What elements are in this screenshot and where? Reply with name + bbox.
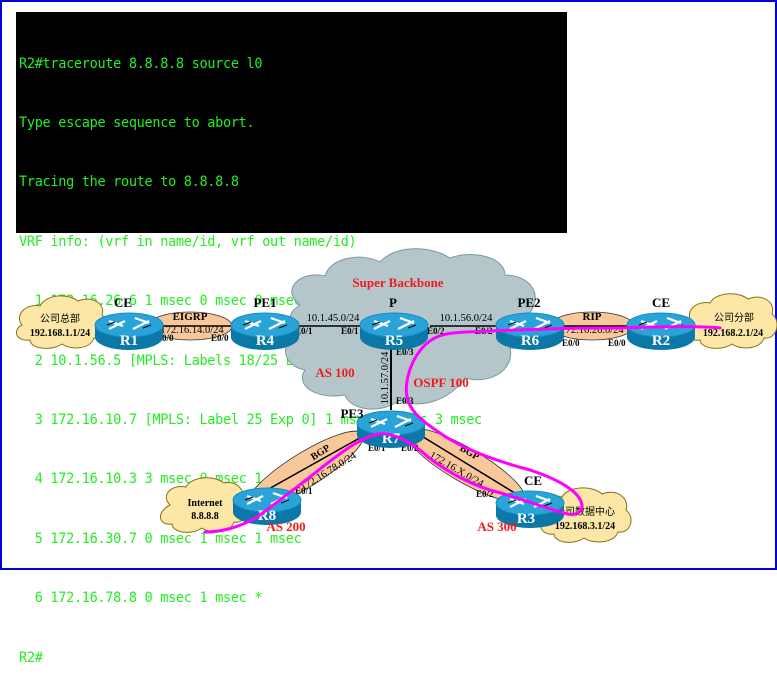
link-r4-r5-subnet: 10.1.45.0/24 xyxy=(307,313,361,324)
router-r2[interactable]: R2 xyxy=(625,311,697,352)
router-r3-label: R3 xyxy=(517,511,535,527)
backbone-as-label: AS 100 xyxy=(315,365,354,380)
router-r6-label: R6 xyxy=(521,333,540,349)
link-r7-r8-if-a: E0/1 xyxy=(368,443,386,453)
site-hq-name: 公司总部 xyxy=(40,312,80,325)
router-r1-label: R1 xyxy=(120,333,138,349)
image-frame xyxy=(0,0,777,570)
link-r1-r4-subnet: 172.16.14.0/24 xyxy=(160,325,224,336)
site-cloud-branch xyxy=(685,293,777,349)
link-r7-r3-if-b: E0/2 xyxy=(476,489,494,499)
router-r2-label: R2 xyxy=(652,333,670,349)
site-branch-subnet: 192.168.2.1/24 xyxy=(703,328,763,339)
router-r4-role: PE1 xyxy=(253,295,276,310)
site-internet-name: Internet xyxy=(188,498,224,509)
terminal-output: R2#traceroute 8.8.8.8 source l0 Type esc… xyxy=(16,12,567,666)
link-r5-r6-if-a: E0/2 xyxy=(427,326,445,336)
link-r6-r2-if-b: E0/0 xyxy=(608,338,626,348)
link-r7-r8-if-b: E0/1 xyxy=(295,486,313,496)
router-r3-role: CE xyxy=(524,473,542,488)
link-r7-r8 xyxy=(257,434,366,496)
link-r4-r5-if-b: E0/1 xyxy=(341,326,359,336)
as-label-r3: AS 300 xyxy=(477,519,516,534)
link-r5-r7-subnet: 10.1.57.0/24 xyxy=(380,351,391,405)
terminal-line: Type escape sequence to abort. xyxy=(19,113,255,131)
backbone-title: Super Backbone xyxy=(352,275,443,290)
router-r5-role: P xyxy=(389,295,397,310)
terminal-line: R2# xyxy=(19,648,43,666)
router-r2-role: CE xyxy=(652,295,670,310)
link-r6-r2-subnet: 172.16.26.0/24 xyxy=(560,325,624,336)
link-r5-r6-subnet: 10.1.56.0/24 xyxy=(440,313,494,324)
link-r1-r4-protocol: EIGRP xyxy=(173,311,208,323)
link-r4-r5-if-a: E0/1 xyxy=(295,326,313,336)
router-r4-label: R4 xyxy=(256,333,275,349)
terminal-line: 1 172.16.26.6 1 msec 0 msec 0 msec xyxy=(19,292,302,310)
terminal-line: 5 172.16.30.7 0 msec 1 msec 1 msec xyxy=(19,529,302,547)
terminal-line: VRF info: (vrf in name/id, vrf out name/… xyxy=(19,232,357,250)
router-r4[interactable]: R4 xyxy=(229,311,301,352)
router-r7[interactable]: R7 xyxy=(355,409,427,450)
router-r1-role: CE xyxy=(114,295,132,310)
terminal-line: R2#traceroute 8.8.8.8 source l0 xyxy=(19,54,263,72)
router-r7-role: PE3 xyxy=(340,406,364,421)
traceroute-path xyxy=(203,325,722,534)
router-r3[interactable]: R3 xyxy=(494,489,566,530)
router-r5-label: R5 xyxy=(385,333,403,349)
network-diagram: Super Backbone AS 100 OSPF 100 EIGRP 172… xyxy=(15,248,777,543)
router-r1[interactable]: R1 xyxy=(93,311,165,352)
router-r6[interactable]: R6 xyxy=(494,311,566,352)
router-r5[interactable]: R5 xyxy=(358,311,430,352)
link-r5-r7-if-a: E0/3 xyxy=(396,347,414,357)
as-label-r8: AS 200 xyxy=(266,519,305,534)
link-r6-r2-if-a: E0/0 xyxy=(562,338,580,348)
link-r5-r7-if-b: E0/3 xyxy=(396,396,414,406)
site-datacenter-subnet: 192.168.3.1/24 xyxy=(555,521,615,532)
site-hq-subnet: 192.168.1.1/24 xyxy=(30,328,90,339)
router-r6-role: PE2 xyxy=(517,295,540,310)
terminal-line: 6 172.16.78.8 0 msec 1 msec * xyxy=(19,589,263,607)
backbone-igp-label: OSPF 100 xyxy=(413,375,469,390)
link-r1-r4-if-b: E0/0 xyxy=(211,333,229,343)
link-r6-r2-protocol: RIP xyxy=(583,311,602,323)
link-r7-r3 xyxy=(419,434,519,496)
link-r1-r4-if-a: E0/0 xyxy=(156,333,174,343)
link-r7-r3-if-a: E0/2 xyxy=(401,443,419,453)
terminal-line: Tracing the route to 8.8.8.8 xyxy=(19,173,239,191)
site-branch-name: 公司分部 xyxy=(714,311,754,324)
site-internet-subnet: 8.8.8.8 xyxy=(191,511,219,522)
